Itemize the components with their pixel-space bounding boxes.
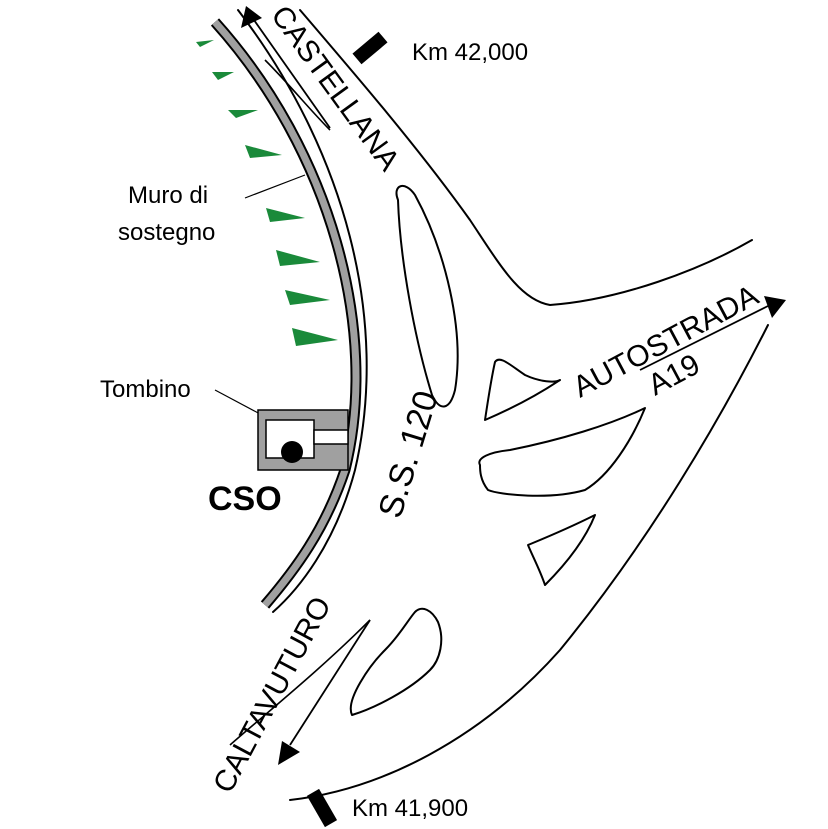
ss120-right-edge-bottom (289, 324, 769, 801)
island-south-east (527, 514, 596, 586)
island-center (478, 407, 646, 497)
cso-point-icon (281, 441, 303, 463)
muro-leader-line (244, 174, 306, 199)
label-km-bottom: Km 41,900 (352, 795, 468, 822)
label-tombino: Tombino (100, 376, 191, 403)
label-muro-line1: Muro di (128, 182, 208, 209)
km-marker-top (352, 31, 388, 65)
tree-icon (212, 72, 234, 80)
label-muro-line2: sostegno (118, 219, 215, 246)
tree-icon (266, 208, 305, 222)
ss120-right-edge-top (299, 9, 753, 306)
ss120-left-edge (237, 9, 368, 613)
island-south (349, 607, 443, 716)
tree-icon (292, 328, 338, 346)
label-km-top: Km 42,000 (412, 39, 528, 66)
label-cso: CSO (208, 480, 282, 518)
tree-icon (228, 110, 258, 118)
island-triangle-small (484, 358, 561, 421)
tree-icon (245, 145, 282, 158)
tree-icon (276, 250, 320, 266)
tree-icon (196, 40, 214, 47)
tombino-structure (257, 409, 349, 471)
caltavuturo-lane-line (229, 619, 371, 746)
km-marker-bottom (306, 788, 338, 828)
label-castellana: CASTELLANA (264, 0, 405, 177)
label-caltavuturo: CALTAVUTURO (207, 591, 338, 798)
retaining-wall-fill (212, 19, 360, 608)
castellana-lane-line (264, 59, 331, 131)
island-north (395, 185, 459, 408)
label-ss120: S.S. 120 (371, 387, 445, 523)
autostrada-arrow (639, 296, 786, 371)
tree-icon (285, 290, 330, 305)
tombino-leader-line (214, 389, 263, 416)
castellana-arrow (241, 6, 331, 129)
caltavuturo-arrow (278, 619, 371, 765)
vegetation (196, 40, 338, 346)
